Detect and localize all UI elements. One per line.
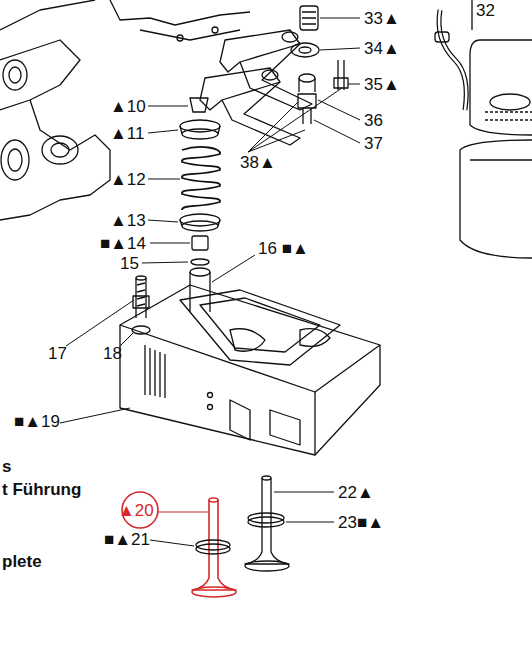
valve-22 bbox=[245, 476, 289, 571]
leader-lines bbox=[60, 18, 360, 546]
callout-number: 33▲ bbox=[364, 10, 400, 27]
callout-number: 38▲ bbox=[240, 154, 276, 171]
callout-number: 17 bbox=[48, 345, 67, 362]
cylinder-head bbox=[120, 285, 380, 455]
callout-number: ▲10 bbox=[110, 98, 146, 115]
part-text: s bbox=[2, 458, 11, 475]
callout-number: 32 bbox=[476, 2, 495, 19]
callout-number: 18 bbox=[103, 345, 122, 362]
part-text: t Führung bbox=[2, 481, 81, 498]
callout-number: 22▲ bbox=[338, 484, 374, 501]
manifold bbox=[0, 0, 250, 220]
part-text: plete bbox=[2, 553, 42, 570]
callout-number: ▲13 bbox=[110, 212, 146, 229]
rocker-arms bbox=[200, 6, 348, 145]
callout-number: 36 bbox=[364, 112, 383, 129]
callout-number: ▲20 bbox=[118, 502, 154, 519]
callout-number: 35▲ bbox=[364, 76, 400, 93]
callout-number: ▲12 bbox=[110, 171, 146, 188]
callout-number: 16 ■▲ bbox=[258, 240, 309, 257]
callout-number: ▲11 bbox=[110, 125, 144, 142]
callout-number: ■▲21 bbox=[104, 531, 150, 548]
callout-number: 23■▲ bbox=[338, 514, 384, 531]
callout-number: 15 bbox=[120, 255, 139, 272]
callout-number: 34▲ bbox=[364, 40, 400, 57]
valve-20 bbox=[192, 498, 236, 597]
callout-number: 37 bbox=[364, 135, 383, 152]
air-filter bbox=[435, 0, 532, 258]
callout-number: ■▲14 bbox=[100, 235, 146, 252]
callout-number: ■▲19 bbox=[14, 413, 60, 430]
